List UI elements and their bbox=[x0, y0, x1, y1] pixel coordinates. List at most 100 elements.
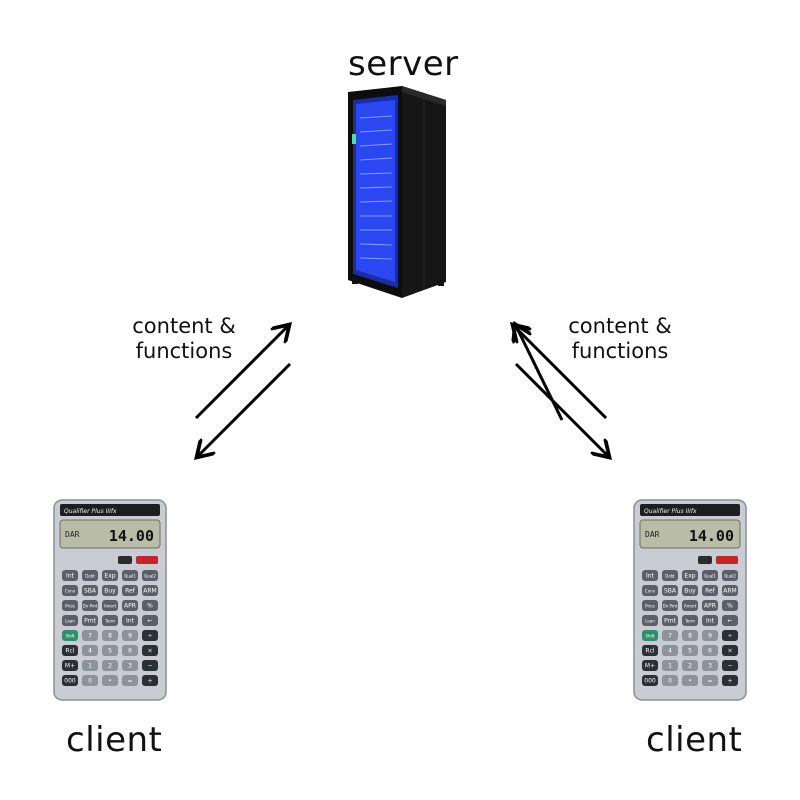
calculator-key-onc bbox=[716, 556, 738, 564]
calculator-key bbox=[142, 675, 158, 686]
calculator-key bbox=[682, 630, 698, 641]
calculator-key bbox=[642, 630, 658, 641]
calculator-key-label: Debt bbox=[665, 574, 675, 579]
calculator-key bbox=[702, 600, 718, 611]
calculator-key bbox=[122, 630, 138, 641]
calculator-key bbox=[682, 600, 698, 611]
calculator-key-label: M+ bbox=[645, 663, 655, 670]
calculator-key-label: Rcl bbox=[65, 648, 74, 655]
calculator-screen bbox=[59, 519, 161, 549]
calculator-key-label: 9 bbox=[128, 633, 132, 640]
arrow-right-down bbox=[514, 362, 608, 456]
calculator-key bbox=[82, 660, 98, 671]
calculator-key-label: Int bbox=[66, 573, 75, 580]
calculator-header bbox=[60, 504, 160, 516]
calculator-key bbox=[102, 600, 118, 611]
calculator-key-label: − bbox=[147, 663, 152, 670]
calculator-key-label: Price bbox=[65, 604, 75, 609]
arrow-right-up-main bbox=[514, 326, 608, 420]
calculator-key-label: Loan bbox=[65, 619, 75, 624]
calculator-key-label: 2 bbox=[108, 663, 112, 670]
calculator-key-label: Dn Pmt bbox=[663, 604, 678, 609]
calculator-brand: Qualifier Plus IIIfx bbox=[644, 508, 697, 515]
calculator-key bbox=[62, 570, 78, 581]
calculator-key bbox=[662, 630, 678, 641]
calculator-key-label: 1 bbox=[88, 663, 92, 670]
calculator-key-label: • bbox=[108, 678, 112, 685]
calculator-key bbox=[662, 660, 678, 671]
calculator-key-label: = bbox=[707, 678, 712, 685]
calculator-key-label: + bbox=[147, 678, 152, 685]
calculator-key-label: Shift bbox=[645, 634, 655, 639]
calculator-key bbox=[722, 630, 738, 641]
calculator-key-label: ARM bbox=[723, 588, 736, 595]
calculator-key-label: Dn Pmt bbox=[83, 604, 98, 609]
calculator-key-label: 8 bbox=[688, 633, 692, 640]
calculator-key-label: Qual1 bbox=[124, 574, 136, 579]
calculator-header bbox=[640, 504, 740, 516]
calculator-key-label: 2 bbox=[688, 663, 692, 670]
calculator-key bbox=[642, 570, 658, 581]
calculator-key bbox=[662, 615, 678, 626]
calculator-key bbox=[122, 660, 138, 671]
calculator-key bbox=[722, 585, 738, 596]
calculator-key-label: Qual1 bbox=[704, 574, 716, 579]
calculator-key bbox=[82, 615, 98, 626]
calculator-key-label: − bbox=[727, 663, 732, 670]
calculator-key-label: ← bbox=[727, 618, 732, 625]
calculator-key bbox=[642, 585, 658, 596]
calculator-key-label: Buy bbox=[684, 588, 696, 595]
calculator-key-label: Conv bbox=[65, 589, 76, 594]
calculator-key bbox=[642, 615, 658, 626]
calculator-key bbox=[82, 675, 98, 686]
calculator-key-label: Shift bbox=[65, 634, 75, 639]
edge-label-right-line1: content & bbox=[568, 314, 672, 338]
calculator-key bbox=[682, 570, 698, 581]
calculator-key bbox=[662, 675, 678, 686]
calculator-key-label: Buy bbox=[104, 588, 116, 595]
calculator-display: 14.00 bbox=[109, 527, 154, 545]
calculator-key-label: Ref bbox=[705, 588, 716, 595]
calculator-key bbox=[722, 600, 738, 611]
calculator-key-label: • bbox=[688, 678, 692, 685]
calculator-key-label: Loan bbox=[645, 619, 655, 624]
calculator-key bbox=[662, 585, 678, 596]
calculator-key-label: Amort bbox=[104, 604, 117, 609]
calculator-key bbox=[702, 615, 718, 626]
calculator-key bbox=[82, 630, 98, 641]
calculator-key-label: 0 bbox=[668, 678, 672, 685]
calculator-key-onc bbox=[136, 556, 158, 564]
calculator-key-label: 7 bbox=[88, 633, 92, 640]
calculator-key-label: Term bbox=[684, 619, 695, 624]
calculator-key-label: Pmt bbox=[664, 618, 676, 625]
calculator-key-label: Qual2 bbox=[724, 574, 736, 579]
calculator-key bbox=[702, 675, 718, 686]
server-rack-icon bbox=[348, 86, 446, 298]
calculator-key bbox=[62, 660, 78, 671]
client-left-label: client bbox=[66, 720, 163, 760]
calculator-key-label: 3 bbox=[708, 663, 712, 670]
calculator-key bbox=[122, 600, 138, 611]
calculator-key-label: = bbox=[127, 678, 132, 685]
calculator-key bbox=[682, 660, 698, 671]
calculator-key bbox=[142, 615, 158, 626]
calculator-key bbox=[102, 585, 118, 596]
calculator-key bbox=[122, 675, 138, 686]
calculator-mode: DAR bbox=[65, 530, 80, 539]
calculator-key bbox=[702, 660, 718, 671]
calculator-key-label: Int bbox=[126, 618, 135, 625]
calculator-key bbox=[702, 570, 718, 581]
calculator-key-label: Int bbox=[646, 573, 655, 580]
edge-label-right-line2: functions bbox=[571, 339, 669, 363]
calculator-key bbox=[642, 645, 658, 656]
calculator-key-label: 4 bbox=[668, 648, 672, 655]
calculator-key-label: Exp bbox=[684, 573, 695, 580]
calculator-key-label: APR bbox=[124, 603, 136, 610]
calculator-key-label: 1 bbox=[668, 663, 672, 670]
calculator-key bbox=[102, 615, 118, 626]
calculator-brand: Qualifier Plus IIIfx bbox=[64, 508, 117, 515]
calculator-screen bbox=[639, 519, 741, 549]
calculator-key bbox=[702, 645, 718, 656]
